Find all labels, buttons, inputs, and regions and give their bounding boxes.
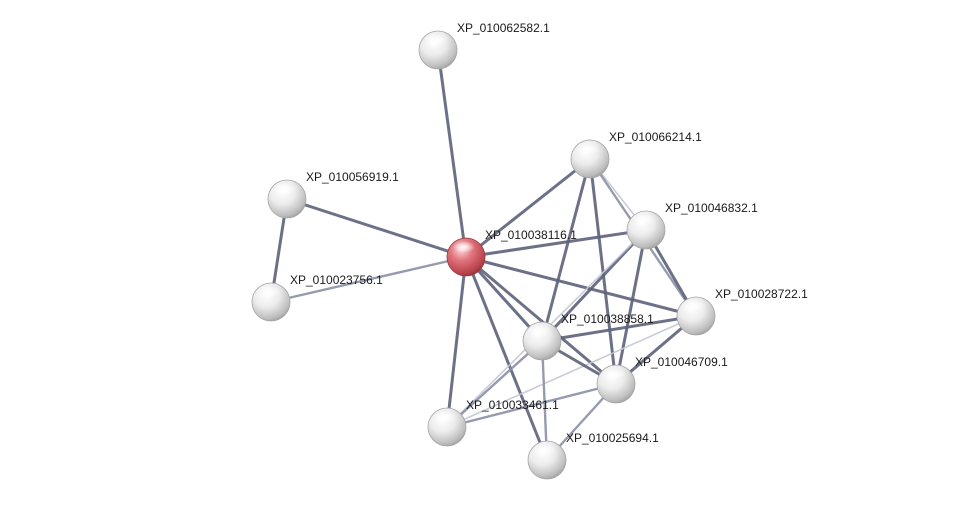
node-XP_010033461.1[interactable]: XP_010033461.1 xyxy=(427,398,559,447)
node-highlight xyxy=(534,444,556,456)
edge-XP_010038858.1-XP_010025694.1 xyxy=(540,339,549,462)
edge-XP_010038116.1-XP_010046832.1 xyxy=(464,228,648,259)
node-XP_010066214.1[interactable]: XP_010066214.1 xyxy=(570,130,702,179)
edge-XP_010038116.1-XP_010066214.1 xyxy=(464,157,592,259)
edge-XP_010028722.1-XP_010033461.1 xyxy=(446,315,697,428)
node-label: XP_010028722.1 xyxy=(715,287,808,301)
edge-XP_010046832.1-XP_010038858.1 xyxy=(540,228,648,343)
node-XP_010046709.1[interactable]: XP_010046709.1 xyxy=(596,355,728,404)
node-highlight xyxy=(453,241,475,253)
node-layer: XP_010062582.1XP_010066214.1XP_010056919… xyxy=(251,21,808,480)
edge-XP_010038116.1-XP_010028722.1 xyxy=(464,255,698,318)
edge-XP_010038858.1-XP_010033461.1 xyxy=(445,339,544,429)
node-label: XP_010062582.1 xyxy=(457,21,550,35)
edge-XP_010066214.1-XP_010038858.1 xyxy=(540,157,592,343)
edge-XP_010038116.1-XP_010033461.1 xyxy=(445,255,468,429)
node-highlight xyxy=(258,286,280,298)
node-XP_010056919.1[interactable]: XP_010056919.1 xyxy=(267,170,399,219)
edge-XP_010038116.1-XP_010056919.1 xyxy=(285,197,468,259)
node-XP_010038858.1[interactable]: XP_010038858.1 xyxy=(522,312,654,361)
edge-XP_010038116.1-XP_010062582.1 xyxy=(436,48,468,259)
node-label: XP_010046709.1 xyxy=(635,355,728,369)
node-highlight xyxy=(434,411,456,423)
node-XP_010028722.1[interactable]: XP_010028722.1 xyxy=(676,287,808,336)
node-label: XP_010023756.1 xyxy=(290,273,383,287)
node-label: XP_010025694.1 xyxy=(566,431,659,445)
node-label: XP_010033461.1 xyxy=(466,398,559,412)
node-highlight xyxy=(633,214,655,226)
node-label: XP_010046832.1 xyxy=(665,201,758,215)
node-highlight xyxy=(274,183,296,195)
node-label: XP_010038116.1 xyxy=(485,228,577,242)
node-highlight xyxy=(529,325,551,337)
node-XP_010046832.1[interactable]: XP_010046832.1 xyxy=(626,201,758,250)
edge-XP_010046832.1-XP_010046709.1 xyxy=(614,228,648,386)
node-highlight xyxy=(425,34,447,46)
node-label: XP_010038858.1 xyxy=(561,312,654,326)
edge-XP_010038116.1-XP_010023756.1 xyxy=(269,255,468,304)
node-XP_010025694.1[interactable]: XP_010025694.1 xyxy=(527,431,659,480)
node-highlight xyxy=(577,143,599,155)
node-highlight xyxy=(603,368,625,380)
node-XP_010038116.1[interactable]: XP_010038116.1 xyxy=(446,228,577,277)
edge-XP_010028722.1-XP_010038858.1 xyxy=(540,314,698,343)
edge-XP_010046709.1-XP_010033461.1 xyxy=(445,382,618,429)
edge-XP_010038116.1-XP_010025694.1 xyxy=(464,255,549,462)
node-highlight xyxy=(683,300,705,312)
node-label: XP_010056919.1 xyxy=(306,170,399,184)
node-XP_010062582.1[interactable]: XP_010062582.1 xyxy=(418,21,550,70)
node-label: XP_010066214.1 xyxy=(609,130,702,144)
node-XP_010023756.1[interactable]: XP_010023756.1 xyxy=(251,273,383,322)
